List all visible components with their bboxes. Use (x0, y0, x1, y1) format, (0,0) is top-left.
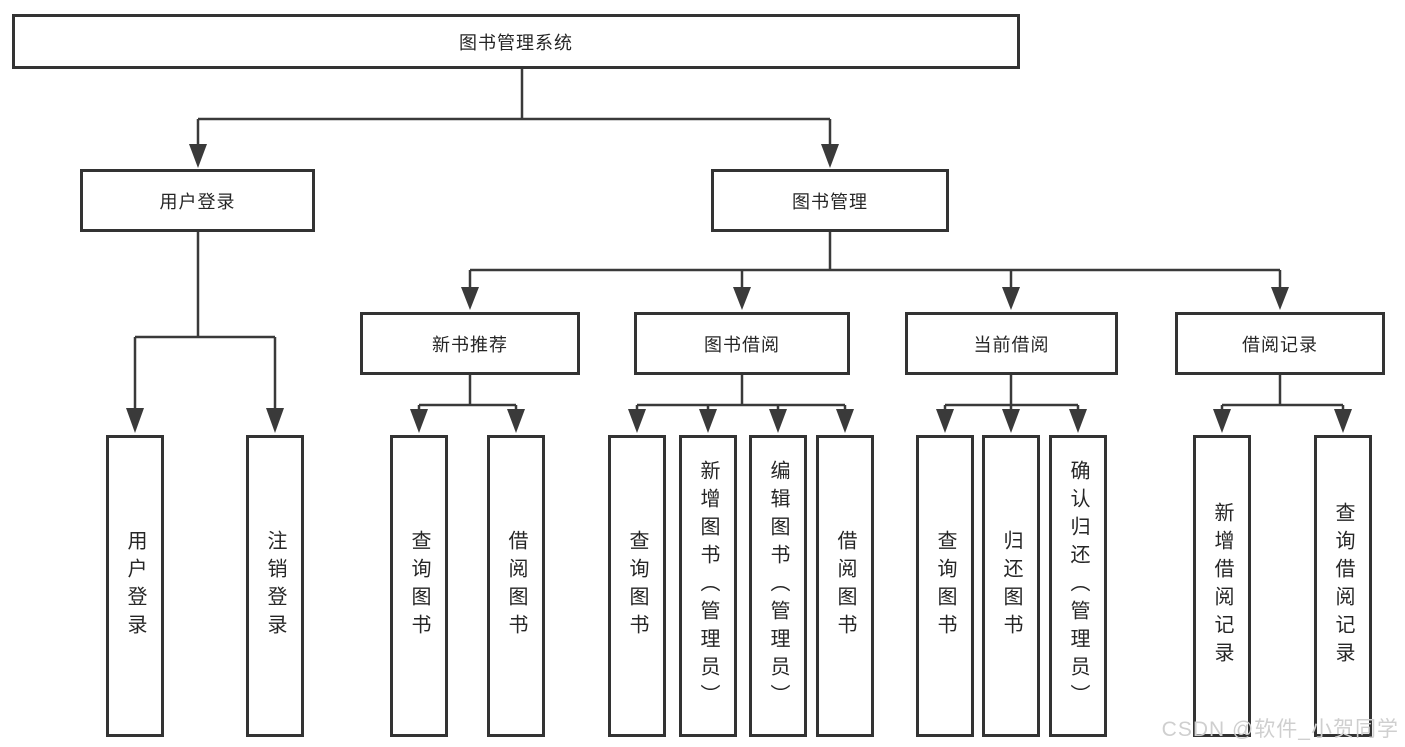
csdn-watermark: CSDN @软件_小贺同学 (1161, 718, 1399, 741)
node-new-book-recommend: 新书推荐 (360, 312, 580, 375)
leaf-label: 查询图书 (934, 530, 956, 642)
leaf-query-books-borrow: 查询图书 (608, 435, 666, 737)
leaf-label: 编辑图书（管理员） (767, 460, 789, 712)
leaf-add-books-admin: 新增图书（管理员） (679, 435, 737, 737)
node-current-borrow: 当前借阅 (905, 312, 1118, 375)
leaf-query-books-recommend: 查询图书 (390, 435, 448, 737)
leaf-add-borrow-record: 新增借阅记录 (1193, 435, 1251, 737)
leaf-label: 新增图书（管理员） (697, 460, 719, 712)
node-book-borrow: 图书借阅 (634, 312, 850, 375)
node-root-system: 图书管理系统 (12, 14, 1020, 69)
leaf-label: 归还图书 (1000, 530, 1022, 642)
leaf-label: 新增借阅记录 (1211, 502, 1233, 670)
node-user-login: 用户登录 (80, 169, 315, 232)
leaf-borrow-books-recommend: 借阅图书 (487, 435, 545, 737)
leaf-query-borrow-record: 查询借阅记录 (1314, 435, 1372, 737)
leaf-borrow-books-borrow: 借阅图书 (816, 435, 874, 737)
leaf-label: 注销登录 (264, 530, 286, 642)
node-book-management: 图书管理 (711, 169, 949, 232)
leaf-return-books: 归还图书 (982, 435, 1040, 737)
leaf-confirm-return-admin: 确认归还（管理员） (1049, 435, 1107, 737)
leaf-label: 查询图书 (626, 530, 648, 642)
arrowhead-icons (126, 144, 1352, 433)
leaf-label: 查询借阅记录 (1332, 502, 1354, 670)
leaf-label: 用户登录 (124, 530, 146, 642)
node-borrow-records: 借阅记录 (1175, 312, 1385, 375)
leaf-label: 确认归还（管理员） (1067, 460, 1089, 712)
leaf-edit-books-admin: 编辑图书（管理员） (749, 435, 807, 737)
leaf-label: 借阅图书 (505, 530, 527, 642)
leaf-query-books-current: 查询图书 (916, 435, 974, 737)
leaf-label: 查询图书 (408, 530, 430, 642)
leaf-user-login: 用户登录 (106, 435, 164, 737)
leaf-logout-login: 注销登录 (246, 435, 304, 737)
leaf-label: 借阅图书 (834, 530, 856, 642)
connector-lines (133, 69, 1345, 410)
